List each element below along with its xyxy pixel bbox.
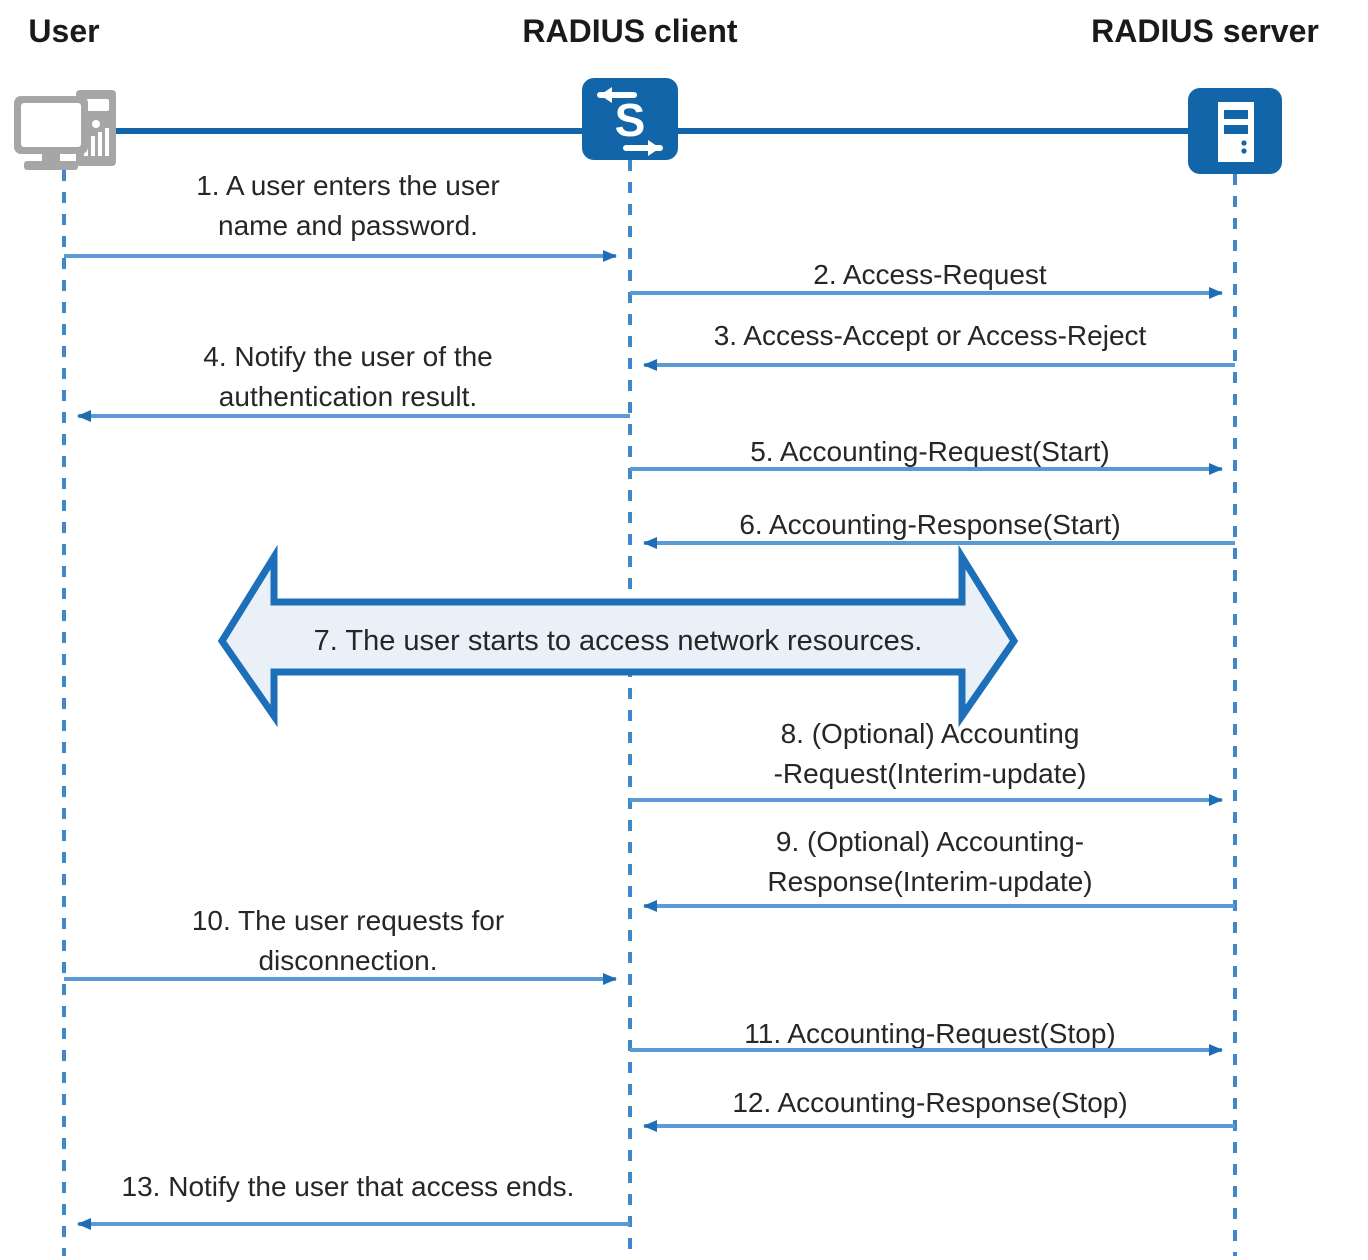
message-3: 3. Access-Accept or Access-Reject bbox=[643, 320, 1235, 371]
message-9: 9. (Optional) Accounting- Response(Inter… bbox=[643, 826, 1235, 912]
left-arrow-glyph bbox=[597, 87, 637, 103]
switch-icon: S bbox=[582, 78, 678, 160]
message-3-label: 3. Access-Accept or Access-Reject bbox=[714, 320, 1147, 351]
actor-label-radius-client: RADIUS client bbox=[522, 13, 737, 49]
actor-label-radius-server: RADIUS server bbox=[1091, 13, 1319, 49]
message-4-label-line1: 4. Notify the user of the bbox=[203, 341, 493, 372]
message-6: 6. Accounting-Response(Start) bbox=[643, 509, 1235, 549]
message-8-label-line2: -Request(Interim-update) bbox=[774, 758, 1087, 789]
message-1: 1. A user enters the user name and passw… bbox=[64, 170, 617, 262]
message-13: 13. Notify the user that access ends. bbox=[77, 1171, 630, 1230]
message-7-shape bbox=[217, 544, 1019, 728]
message-13-label: 13. Notify the user that access ends. bbox=[122, 1171, 575, 1202]
message-10: 10. The user requests for disconnection. bbox=[64, 905, 617, 985]
message-8-label-line1: 8. (Optional) Accounting bbox=[781, 718, 1080, 749]
message-2-label: 2. Access-Request bbox=[813, 259, 1047, 290]
message-7-label: 7. The user starts to access network res… bbox=[314, 625, 923, 657]
message-5-label: 5. Accounting-Request(Start) bbox=[750, 436, 1110, 467]
message-9-label-line1: 9. (Optional) Accounting- bbox=[776, 826, 1084, 857]
desktop-computer-icon bbox=[14, 90, 116, 170]
message-2: 2. Access-Request bbox=[630, 259, 1223, 299]
message-10-label-line1: 10. The user requests for bbox=[192, 905, 504, 936]
message-1-label-line2: name and password. bbox=[218, 210, 478, 241]
message-10-label-line2: disconnection. bbox=[258, 945, 437, 976]
message-11: 11. Accounting-Request(Stop) bbox=[630, 1018, 1223, 1056]
actor-label-user: User bbox=[28, 13, 99, 49]
message-8: 8. (Optional) Accounting -Request(Interi… bbox=[630, 718, 1223, 806]
message-9-label-line2: Response(Interim-update) bbox=[767, 866, 1092, 897]
message-1-label-line1: 1. A user enters the user bbox=[196, 170, 500, 201]
server-tower-icon bbox=[1188, 88, 1282, 174]
message-11-label: 11. Accounting-Request(Stop) bbox=[744, 1018, 1115, 1049]
switch-letter-s: S bbox=[615, 94, 646, 146]
message-12: 12. Accounting-Response(Stop) bbox=[643, 1087, 1235, 1132]
message-7-block-arrow: 7. The user starts to access network res… bbox=[217, 544, 1019, 728]
right-arrow-glyph bbox=[623, 140, 663, 156]
message-4-label-line2: authentication result. bbox=[219, 381, 477, 412]
message-6-label: 6. Accounting-Response(Start) bbox=[739, 509, 1120, 540]
message-4: 4. Notify the user of the authentication… bbox=[77, 341, 630, 422]
message-12-label: 12. Accounting-Response(Stop) bbox=[732, 1087, 1127, 1118]
message-5: 5. Accounting-Request(Start) bbox=[630, 436, 1223, 475]
